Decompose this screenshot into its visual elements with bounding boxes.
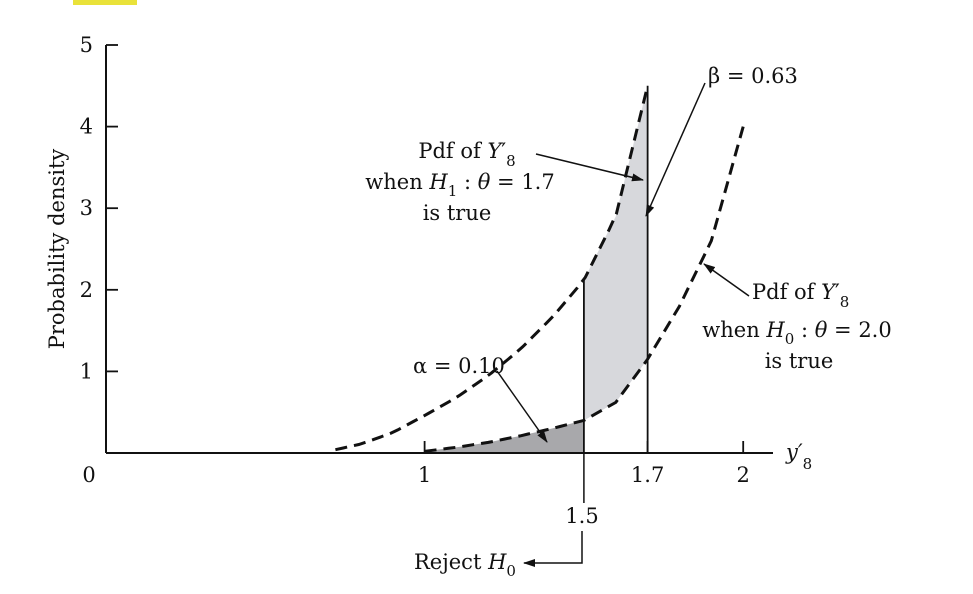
critical-value-label: 1.5 bbox=[565, 504, 598, 528]
h0-pdf-curve bbox=[424, 126, 745, 453]
ticks: 1 2 3 4 5 0 1 1.7 2 bbox=[80, 33, 750, 487]
y-axis-label: Probability density bbox=[45, 149, 69, 350]
h1-annotation-line3: is true bbox=[423, 201, 492, 225]
h0-arrow bbox=[703, 263, 750, 297]
h0-annotation-line1: Pdf of Y′8 bbox=[752, 280, 849, 311]
y-tick-label-5: 5 bbox=[80, 33, 93, 57]
y-tick-label-1: 1 bbox=[80, 359, 93, 383]
h1-pdf-curve bbox=[335, 85, 650, 452]
y-tick-label-2: 2 bbox=[80, 278, 93, 302]
beta-arrow bbox=[645, 82, 706, 217]
reject-arrow-bracket bbox=[523, 531, 583, 567]
x-axis-label: y′8 bbox=[785, 440, 812, 473]
reject-h0-label: Reject H0 bbox=[414, 550, 516, 580]
alpha-arrow bbox=[496, 370, 548, 443]
highlight-mark bbox=[73, 0, 137, 5]
shaded-regions bbox=[424, 85, 648, 453]
beta-label: β = 0.63 bbox=[708, 64, 798, 88]
y-tick-label-4: 4 bbox=[80, 115, 93, 139]
x-tick-label-0: 0 bbox=[82, 463, 95, 487]
x-tick-label-1: 1 bbox=[418, 463, 431, 487]
y-tick-label-3: 3 bbox=[80, 196, 93, 220]
reference-lines bbox=[583, 85, 649, 503]
annotation-arrows bbox=[496, 82, 750, 567]
x-tick-label-1-7: 1.7 bbox=[631, 463, 664, 487]
h1-annotation-line2: when H1 : θ = 1.7 bbox=[365, 170, 554, 200]
h0-annotation-line3: is true bbox=[765, 349, 834, 373]
axes bbox=[105, 45, 773, 454]
x-tick-label-2: 2 bbox=[737, 463, 750, 487]
alpha-label: α = 0.10 bbox=[413, 354, 505, 378]
h1-arrow bbox=[535, 153, 644, 182]
h0-annotation-line2: when H0 : θ = 2.0 bbox=[702, 318, 891, 348]
alpha-region bbox=[424, 420, 584, 453]
curves bbox=[335, 85, 745, 453]
beta-region bbox=[583, 85, 648, 421]
h1-annotation-line1: Pdf of Y′8 bbox=[418, 139, 515, 170]
